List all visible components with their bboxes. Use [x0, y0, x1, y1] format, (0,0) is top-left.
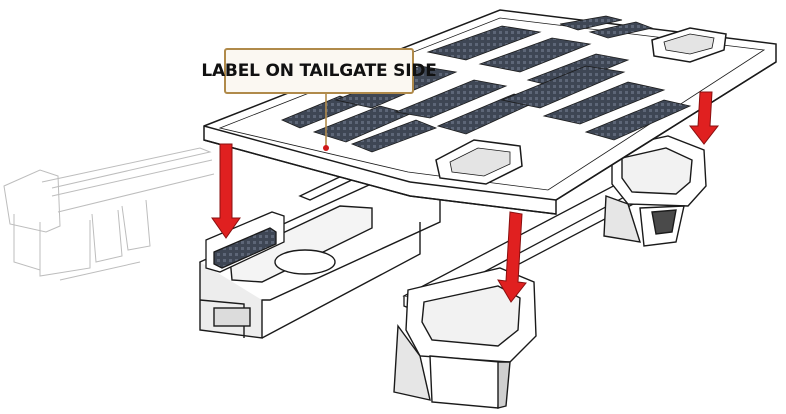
top-panel	[203, 9, 777, 215]
right-bucket	[603, 135, 707, 247]
assembly-arrow-center	[497, 211, 527, 303]
left-mount-block	[205, 211, 285, 273]
grip-pads	[280, 15, 692, 153]
callout-label: LABEL ON TAILGATE SIDE	[201, 61, 437, 81]
assembly-arrow-right	[688, 91, 720, 145]
ghost-rail-assembly	[3, 147, 215, 281]
assembly-arrow-left	[211, 143, 241, 239]
callout-leader-dot	[323, 145, 329, 151]
tailgate-side-callout: LABEL ON TAILGATE SIDE	[201, 48, 437, 94]
left-rail-base	[199, 171, 441, 339]
center-bucket	[393, 267, 537, 409]
